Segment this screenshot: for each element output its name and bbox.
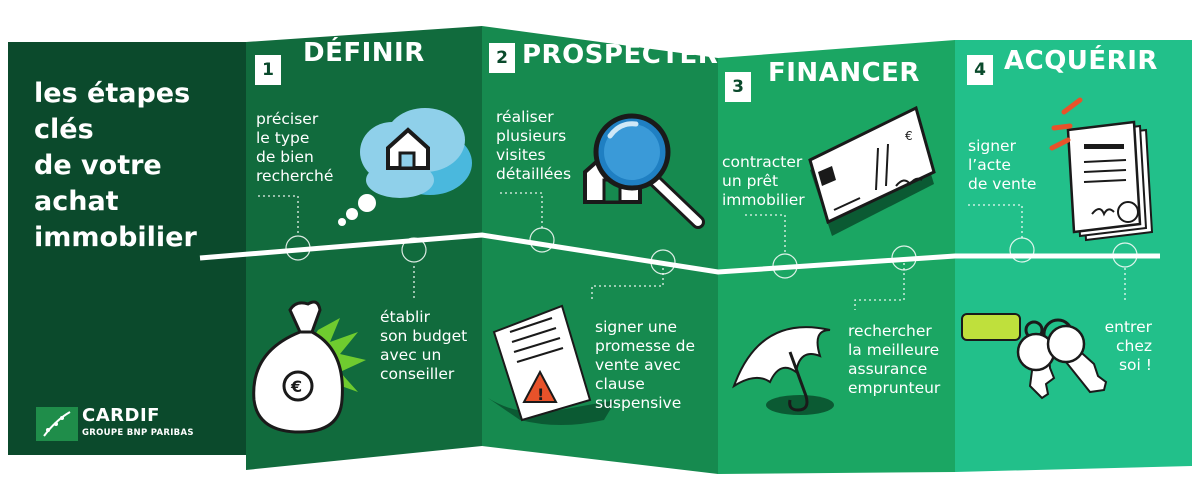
step-1-bottom-caption: établir son budget avec un conseiller bbox=[380, 308, 468, 383]
svg-text:!: ! bbox=[537, 385, 544, 404]
svg-text:€: € bbox=[905, 129, 913, 143]
brand-group: GROUPE BNP PARIBAS bbox=[82, 428, 194, 438]
umbrella-icon bbox=[732, 326, 834, 415]
step-2-top-caption: réaliser plusieurs visites détaillées bbox=[496, 108, 572, 183]
step-4-number: 4 bbox=[967, 55, 993, 85]
step-1-number: 1 bbox=[255, 55, 281, 85]
step-4-bottom-caption: entrer chez soi ! bbox=[1104, 318, 1152, 374]
step-3-number: 3 bbox=[725, 72, 751, 102]
step-3-title: FINANCER bbox=[768, 58, 920, 88]
step-1-top-caption: préciser le type de bien recherché bbox=[256, 110, 334, 185]
intro-title: les étapes clés de votre achat immobilie… bbox=[34, 78, 197, 253]
house-cloud-icon bbox=[338, 108, 472, 226]
magnifier-house-icon bbox=[583, 113, 705, 229]
signed-deed-icon bbox=[1049, 97, 1154, 242]
step-3-top-caption: contracter un prêt immobilier bbox=[722, 153, 805, 209]
connector-rings bbox=[285, 227, 1138, 279]
cardif-logo-mark bbox=[36, 407, 78, 441]
step-4-top-caption: signer l’acte de vente bbox=[968, 137, 1037, 193]
timeline-line bbox=[199, 232, 1160, 275]
contract-warning-icon: ! bbox=[488, 304, 616, 425]
panel-intro bbox=[8, 42, 246, 455]
step-3-bottom-caption: rechercher la meilleure assurance emprun… bbox=[848, 322, 941, 397]
step-1-title: DÉFINIR bbox=[303, 38, 425, 68]
step-4-title: ACQUÉRIR bbox=[1004, 46, 1158, 76]
brand-name: CARDIF bbox=[82, 405, 160, 426]
keys-icon bbox=[961, 313, 1108, 400]
cheque-icon: € bbox=[808, 105, 936, 236]
step-2-title: PROSPECTER bbox=[522, 40, 719, 70]
step-2-bottom-caption: signer une promesse de vente avec clause… bbox=[595, 318, 695, 412]
svg-text:€: € bbox=[290, 377, 302, 396]
money-bag-icon: € bbox=[252, 300, 366, 434]
connectors bbox=[258, 192, 1126, 310]
step-2-number: 2 bbox=[489, 43, 515, 73]
